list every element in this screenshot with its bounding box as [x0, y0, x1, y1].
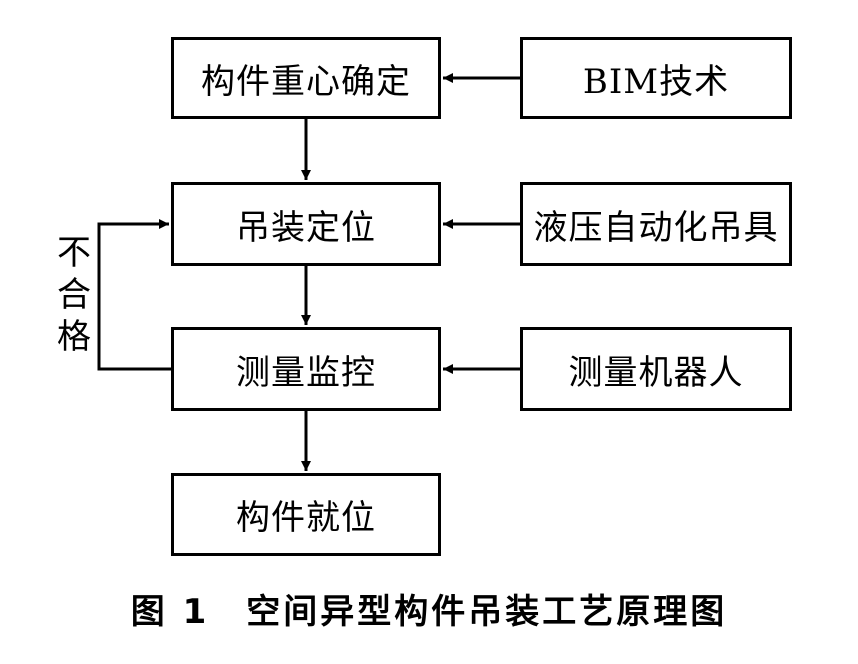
step-label: 测量监控	[236, 352, 376, 393]
feedback-label: 不 合 格	[54, 232, 94, 358]
step-label: 构件就位	[236, 498, 376, 538]
feedback-char: 合	[57, 275, 91, 315]
feedback-char: 格	[57, 317, 91, 357]
step-measurement-monitoring: 测量监控	[171, 327, 441, 411]
step-center-of-gravity: 构件重心确定	[171, 37, 441, 119]
support-label: BIM技术	[582, 61, 730, 102]
support-label: 液压自动化吊具	[533, 207, 779, 248]
step-component-in-place: 构件就位	[171, 473, 441, 556]
step-label: 构件重心确定	[201, 61, 411, 102]
support-bim: BIM技术	[520, 37, 792, 119]
step-lifting-positioning: 吊装定位	[171, 182, 441, 266]
step-label: 吊装定位	[236, 207, 376, 248]
figure-caption: 图 1 空间异型构件吊装工艺原理图	[130, 592, 728, 632]
arrow-feedback-loop	[97, 219, 171, 371]
support-hydraulic-spreader: 液压自动化吊具	[520, 182, 792, 266]
support-survey-robot: 测量机器人	[520, 327, 792, 411]
feedback-char: 不	[57, 233, 91, 273]
support-label: 测量机器人	[568, 352, 744, 393]
